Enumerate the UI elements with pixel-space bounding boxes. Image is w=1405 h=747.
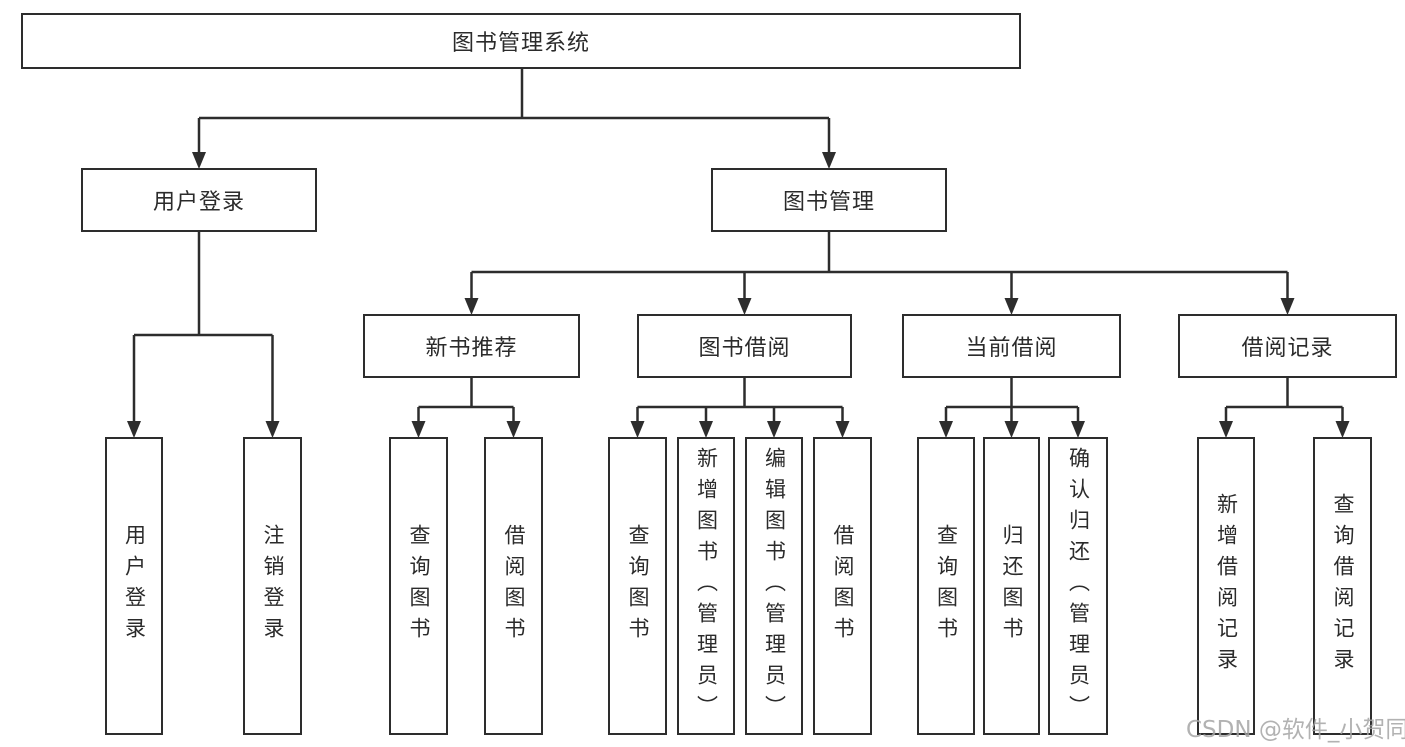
connector-root-to-level2 xyxy=(197,69,831,152)
leaf-logout-login: 注销登录 xyxy=(243,437,302,735)
node-user-login: 用户登录 xyxy=(81,168,317,232)
leaf-current-return-book-label: 归还图书 xyxy=(1000,524,1024,648)
leaf-current-query-book: 查询图书 xyxy=(917,437,975,735)
leaf-record-query-borrow-record-label: 查询借阅记录 xyxy=(1331,493,1355,679)
node-borrow-record: 借阅记录 xyxy=(1178,314,1397,378)
connector-borrow-record-children xyxy=(1224,378,1344,421)
leaf-user-login: 用户登录 xyxy=(105,437,163,735)
leaf-borrow-add-book-admin: 新增图书（管理员） xyxy=(677,437,735,735)
leaf-record-query-borrow-record: 查询借阅记录 xyxy=(1313,437,1372,735)
leaf-newbook-query-book-label: 查询图书 xyxy=(407,524,431,648)
leaf-current-confirm-return-admin-label: 确认归还（管理员） xyxy=(1066,446,1091,726)
leaf-current-query-book-label: 查询图书 xyxy=(934,524,959,648)
leaf-record-add-borrow-record: 新增借阅记录 xyxy=(1197,437,1255,735)
leaf-borrow-query-book-label: 查询图书 xyxy=(626,524,650,648)
arrowheads xyxy=(127,152,1350,438)
leaf-current-confirm-return-admin: 确认归还（管理员） xyxy=(1048,437,1108,735)
node-book-borrow: 图书借阅 xyxy=(637,314,852,378)
leaf-newbook-borrow-book: 借阅图书 xyxy=(484,437,543,735)
leaf-current-return-book: 归还图书 xyxy=(983,437,1040,735)
node-root-system: 图书管理系统 xyxy=(21,13,1021,69)
node-current-borrow: 当前借阅 xyxy=(902,314,1121,378)
leaf-borrow-borrow-book: 借阅图书 xyxy=(813,437,872,735)
leaf-logout-login-label: 注销登录 xyxy=(261,524,285,648)
leaf-newbook-borrow-book-label: 借阅图书 xyxy=(502,524,526,648)
leaf-user-login-label: 用户登录 xyxy=(122,524,147,648)
node-new-book-recommend: 新书推荐 xyxy=(363,314,580,378)
connector-current-borrow-children xyxy=(944,378,1080,421)
leaf-borrow-edit-book-admin-label: 编辑图书（管理员） xyxy=(762,446,787,726)
connector-user-login-children xyxy=(132,232,274,421)
node-book-management: 图书管理 xyxy=(711,168,947,232)
watermark: CSDN @软件_小贺同学 xyxy=(1186,717,1405,743)
leaf-borrow-borrow-book-label: 借阅图书 xyxy=(831,524,855,648)
leaf-newbook-query-book: 查询图书 xyxy=(389,437,448,735)
connector-book-borrow-children xyxy=(636,378,844,421)
leaf-borrow-query-book: 查询图书 xyxy=(608,437,667,735)
leaf-borrow-add-book-admin-label: 新增图书（管理员） xyxy=(694,446,719,726)
connector-new-book-children xyxy=(417,378,515,421)
connector-book-management-children xyxy=(470,232,1289,298)
leaf-borrow-edit-book-admin: 编辑图书（管理员） xyxy=(745,437,803,735)
leaf-record-add-borrow-record-label: 新增借阅记录 xyxy=(1214,493,1239,679)
